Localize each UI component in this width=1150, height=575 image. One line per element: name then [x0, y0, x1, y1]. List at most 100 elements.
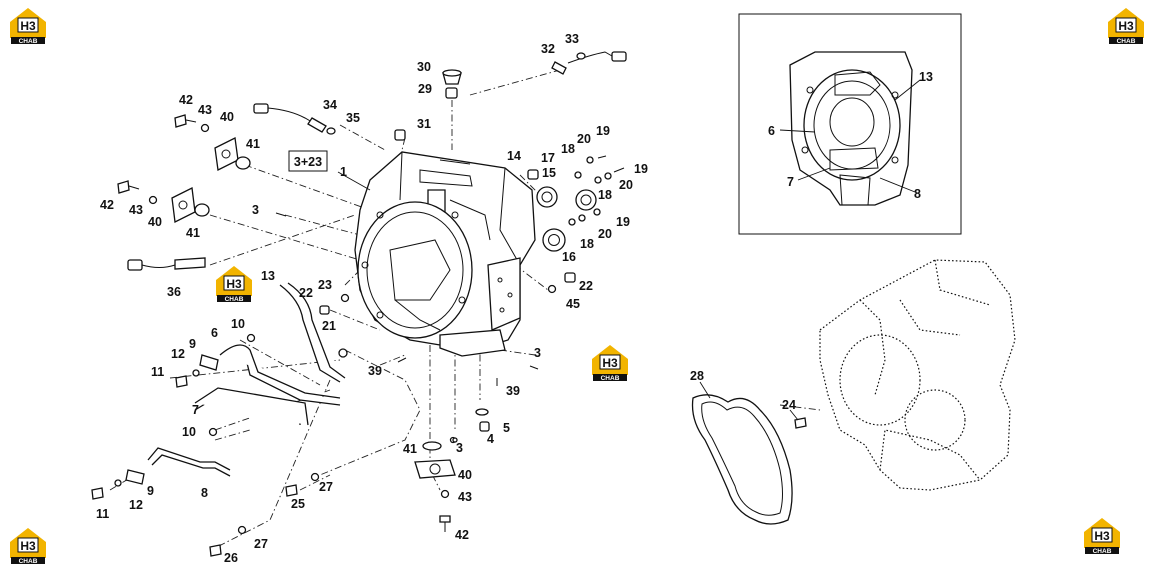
label-9: 9 [147, 484, 154, 498]
label-20: 20 [619, 178, 633, 192]
part-36-speed-sensor [127, 257, 206, 271]
label-14: 14 [507, 149, 521, 163]
label-13: 13 [261, 269, 275, 283]
part-31-plug [394, 129, 406, 141]
label-9: 9 [189, 337, 196, 351]
label-42: 42 [179, 93, 193, 107]
label-29: 29 [418, 82, 432, 96]
label-6: 6 [211, 326, 218, 340]
label-3: 3 [534, 346, 541, 360]
transmission-housing [354, 151, 536, 357]
label-12: 12 [171, 347, 185, 361]
label-10: 10 [182, 425, 196, 439]
label-40: 40 [220, 110, 234, 124]
label-30: 30 [417, 60, 431, 74]
part-number-labels: 1 3 3 3 4 5 6 6 7 7 8 8 9 9 10 10 11 11 … [96, 32, 933, 565]
label-22: 22 [579, 279, 593, 293]
label-6-inset: 6 [768, 124, 775, 138]
label-42: 42 [100, 198, 114, 212]
svg-text:CHAB: CHAB [19, 558, 38, 565]
label-19: 19 [634, 162, 648, 176]
label-31: 31 [417, 117, 431, 131]
logo-mid-center: H3 CHAB [592, 345, 628, 382]
label-36: 36 [167, 285, 181, 299]
part-42-43-bolts [117, 114, 451, 532]
label-42: 42 [455, 528, 469, 542]
label-35: 35 [346, 111, 360, 125]
label-34: 34 [323, 98, 337, 112]
svg-text:CHAB: CHAB [1117, 38, 1136, 45]
part-32-33-sensor [551, 51, 627, 75]
label-28: 28 [690, 369, 704, 383]
logo-top-right: H3 CHAB [1108, 8, 1144, 45]
logo-mid-left: H3 CHAB [216, 266, 252, 303]
label-13-inset: 13 [919, 70, 933, 84]
callout-3-plus-23: 3+23 [288, 150, 328, 172]
logo-top-left: H3 CHAB [10, 8, 46, 45]
part-22-45-plugs [319, 272, 576, 358]
label-18: 18 [561, 142, 575, 156]
svg-text:H3: H3 [226, 277, 242, 291]
inset-detail-view [738, 13, 962, 235]
label-3: 3 [252, 203, 259, 217]
label-12: 12 [129, 498, 143, 512]
label-4: 4 [487, 432, 494, 446]
svg-text:3+23: 3+23 [294, 155, 322, 169]
label-11: 11 [151, 365, 164, 379]
label-23: 23 [318, 278, 332, 292]
label-43: 43 [458, 490, 472, 504]
label-18: 18 [598, 188, 612, 202]
label-26: 26 [224, 551, 238, 565]
label-41: 41 [403, 442, 417, 456]
leader-lines [337, 79, 921, 421]
part-30-breather-cap [442, 69, 462, 85]
label-3: 3 [456, 441, 463, 455]
label-41: 41 [246, 137, 260, 151]
label-19: 19 [616, 215, 630, 229]
svg-text:H3: H3 [602, 356, 618, 370]
oil-pipes [147, 282, 346, 477]
label-40: 40 [458, 468, 472, 482]
label-27: 27 [319, 480, 333, 494]
assembly-lines [109, 69, 821, 549]
part-4-5-drain-plug [475, 408, 490, 432]
label-16: 16 [562, 250, 576, 264]
part-9-brackets-and-bolts [91, 333, 807, 557]
dotted-reference-housing [819, 259, 1016, 491]
label-22: 22 [299, 286, 313, 300]
label-5: 5 [503, 421, 510, 435]
part-29-fitting [445, 87, 458, 99]
part-17-18-19-20-small-fasteners [568, 155, 625, 226]
part-14-15-16-bearings [527, 169, 597, 252]
logo-bottom-left: H3 CHAB [10, 528, 46, 565]
label-17: 17 [541, 151, 555, 165]
svg-text:CHAB: CHAB [601, 375, 620, 382]
label-7: 7 [192, 403, 199, 417]
logo-bottom-right: H3 CHAB [1084, 518, 1120, 555]
label-25: 25 [291, 497, 305, 511]
label-39: 39 [368, 364, 382, 378]
label-45: 45 [566, 297, 580, 311]
label-11: 11 [96, 507, 109, 521]
label-18: 18 [580, 237, 594, 251]
label-43: 43 [129, 203, 143, 217]
part-40-cover-plate-upper [214, 137, 251, 171]
label-32: 32 [541, 42, 555, 56]
label-27: 27 [254, 537, 268, 551]
part-28-gasket [691, 394, 793, 525]
part-40-41-lower-cover [414, 436, 457, 479]
part-34-35-temperature-sensor [253, 103, 336, 135]
svg-text:H3: H3 [20, 19, 36, 33]
label-39: 39 [506, 384, 520, 398]
svg-text:CHAB: CHAB [225, 296, 244, 303]
label-21: 21 [322, 319, 336, 333]
part-3-39-dowels [275, 212, 539, 443]
label-43: 43 [198, 103, 212, 117]
label-33: 33 [565, 32, 579, 46]
label-20: 20 [577, 132, 591, 146]
label-7-inset: 7 [787, 175, 794, 189]
label-40: 40 [148, 215, 162, 229]
label-19: 19 [596, 124, 610, 138]
